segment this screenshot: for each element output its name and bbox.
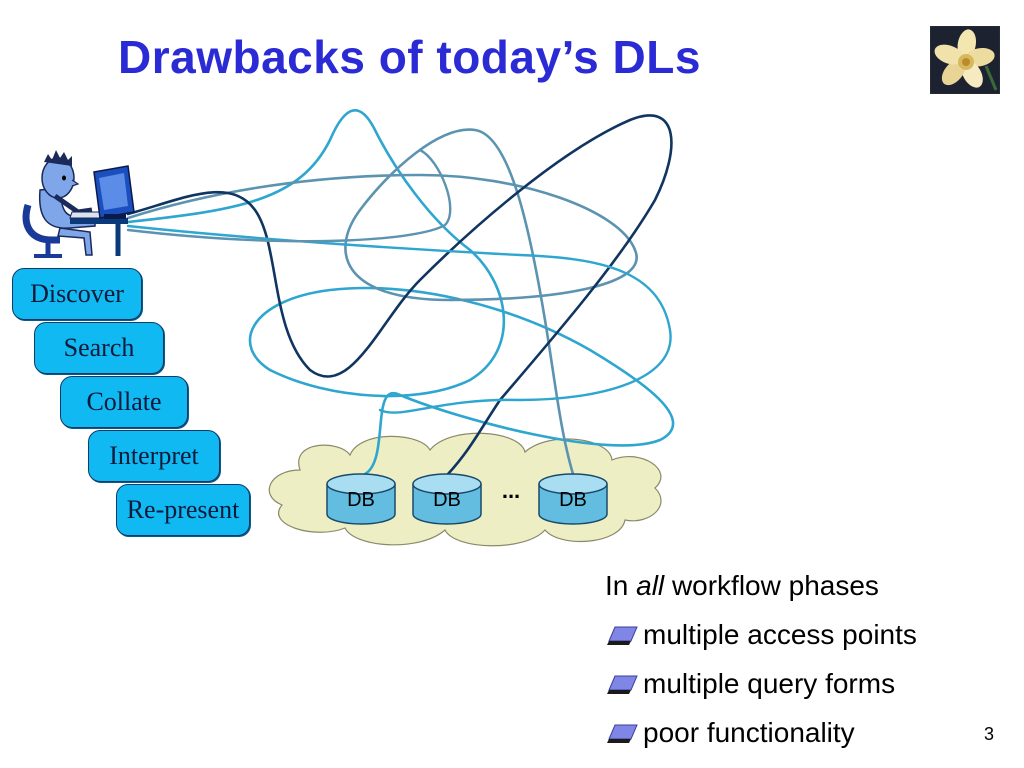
bullet-text: poor functionality — [643, 717, 855, 748]
drawbacks-list: In all workflow phases multiple access p… — [605, 562, 917, 757]
phase-search: Search — [34, 322, 164, 374]
user-at-computer-icon — [22, 150, 135, 258]
database-label: DB — [433, 489, 461, 511]
database-1 — [326, 473, 396, 525]
access-link-light — [126, 109, 675, 476]
bullet-icon — [607, 675, 638, 694]
list-item: multiple access points — [605, 610, 917, 659]
bullet-icon — [607, 626, 638, 645]
list-item: multiple query forms — [605, 659, 917, 708]
slide-title: Drawbacks of today’s DLs — [118, 31, 701, 83]
database-2 — [412, 473, 482, 525]
phase-label: Collate — [86, 387, 162, 416]
intro-emphasis: all — [636, 570, 665, 601]
phase-interpret: Interpret — [88, 430, 220, 482]
access-link-light — [126, 224, 672, 414]
list-intro: In all workflow phases — [605, 570, 879, 601]
bullet-icon — [607, 724, 638, 743]
bullet-text: multiple query forms — [643, 668, 896, 699]
database-3 — [538, 473, 608, 525]
daffodil-flower-logo-icon — [930, 26, 1000, 94]
phase-label: Discover — [30, 279, 124, 308]
phase-collate: Collate — [60, 376, 188, 428]
bullet-text: multiple access points — [643, 619, 917, 650]
phase-label: Search — [63, 333, 135, 362]
access-link-mid — [126, 148, 452, 243]
phase-label: Interpret — [109, 441, 199, 470]
phase-re-present: Re-present — [116, 484, 250, 536]
phase-label: Re-present — [126, 495, 240, 524]
phase-discover: Discover — [12, 268, 142, 320]
list-item: poor functionality — [605, 708, 917, 757]
database-label: DB — [347, 489, 375, 511]
database-label: DB — [559, 489, 587, 511]
page-number: 3 — [984, 724, 995, 744]
access-link-dark — [126, 114, 673, 476]
database-ellipsis: ... — [502, 478, 520, 503]
access-link-mid — [126, 128, 638, 476]
